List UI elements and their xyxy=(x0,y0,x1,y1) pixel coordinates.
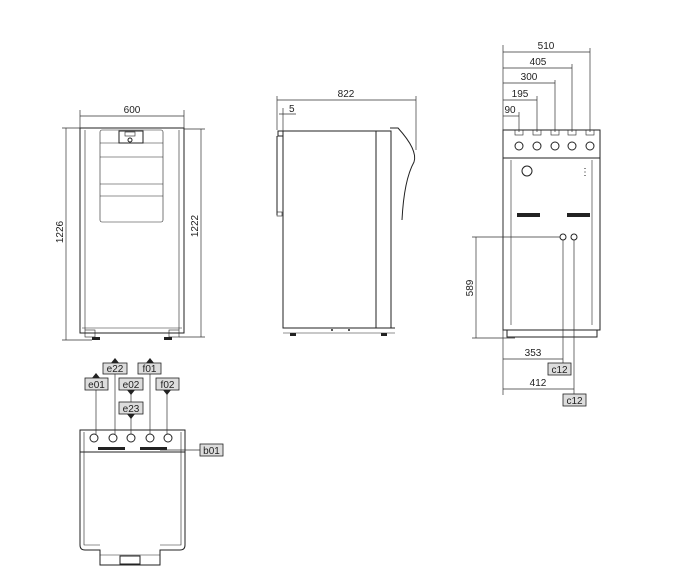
rear-dim-90: 90 xyxy=(504,105,516,116)
rear-height-589: 589 xyxy=(465,279,476,296)
label-e02: e02 xyxy=(123,380,140,391)
pipe-connections xyxy=(514,129,595,151)
side-offset-dim: 5 xyxy=(289,104,295,115)
front-view: 600 1226 1222 xyxy=(55,105,205,341)
rear-view: ⋮ 510 405 xyxy=(465,41,601,407)
svg-text:⋮: ⋮ xyxy=(580,167,590,178)
label-f01: f01 xyxy=(143,364,157,375)
top-connections xyxy=(89,433,173,443)
label-e23: e23 xyxy=(123,404,140,415)
label-c12-1: c12 xyxy=(551,365,568,376)
rear-dim-300: 300 xyxy=(521,72,538,83)
front-height-left-dim: 1226 xyxy=(55,220,66,243)
front-width-dim: 600 xyxy=(124,105,141,116)
rear-dim-510: 510 xyxy=(538,41,555,52)
top-view: e22 f01 e01 e02 f02 e23 b01 xyxy=(79,358,224,566)
label-e01: e01 xyxy=(88,380,105,391)
rear-dim-353: 353 xyxy=(525,348,542,359)
side-view: 822 5 xyxy=(276,89,417,336)
label-e22: e22 xyxy=(107,364,124,375)
label-c12-2: c12 xyxy=(566,396,583,407)
rear-dim-405: 405 xyxy=(530,57,547,68)
label-b01: b01 xyxy=(203,446,220,457)
front-height-right-dim: 1222 xyxy=(190,214,201,237)
label-f02: f02 xyxy=(161,380,175,391)
rear-dim-412: 412 xyxy=(530,378,547,389)
display-panel xyxy=(118,130,144,144)
side-depth-dim: 822 xyxy=(338,89,355,100)
rear-dim-195: 195 xyxy=(512,89,529,100)
